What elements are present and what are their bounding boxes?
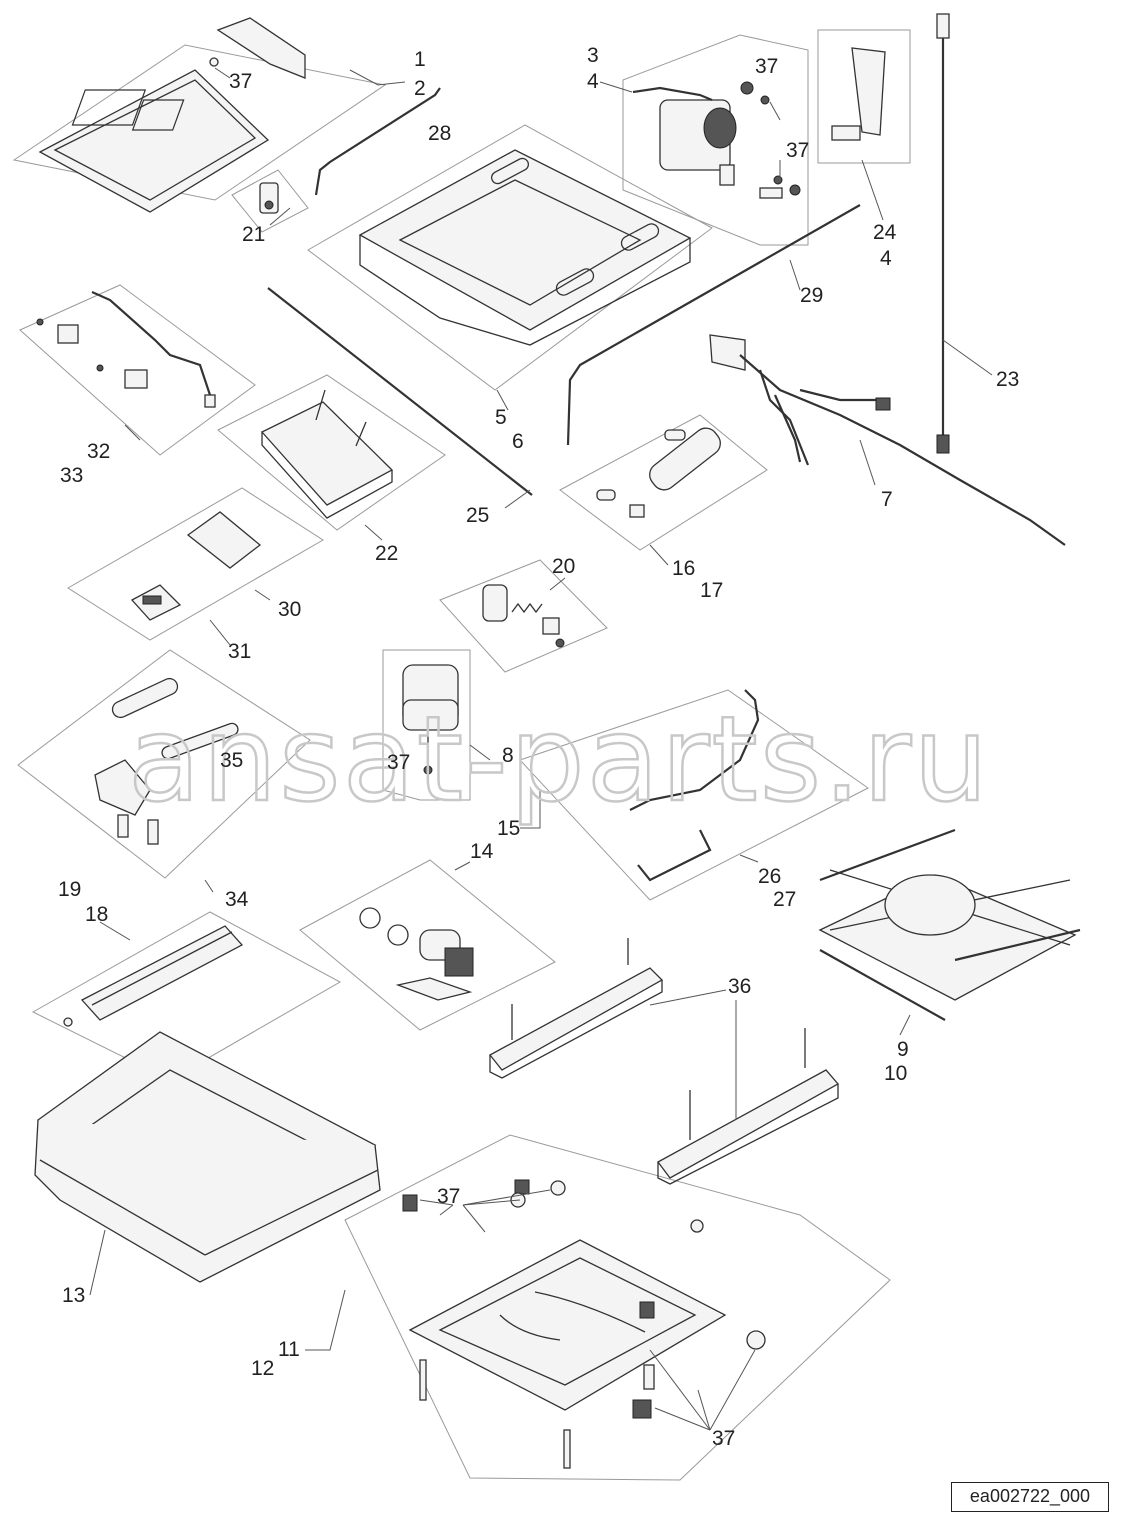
callout-6: 6 bbox=[512, 430, 524, 453]
callout-24: 24 bbox=[873, 221, 897, 244]
shock-absorber-16 bbox=[596, 427, 721, 518]
callout-36: 36 bbox=[728, 975, 751, 998]
callout-37-motor-upper: 37 bbox=[755, 55, 778, 78]
callout-19: 19 bbox=[58, 878, 81, 901]
callout-10: 10 bbox=[884, 1062, 907, 1085]
spring-assembly-20 bbox=[482, 584, 565, 648]
rod-25 bbox=[267, 287, 533, 496]
callout-9: 9 bbox=[897, 1038, 909, 1061]
panel-8 bbox=[382, 649, 471, 801]
cover-plate bbox=[38, 17, 306, 213]
callout-5: 5 bbox=[495, 406, 507, 429]
latch-21 bbox=[259, 182, 279, 214]
fittings-32-33 bbox=[36, 290, 216, 408]
callout-34: 34 bbox=[225, 888, 249, 911]
height-motor bbox=[632, 81, 801, 199]
callout-4-bracket: 4 bbox=[880, 247, 892, 270]
watermark: ansat-parts.ru bbox=[128, 690, 990, 828]
cable-23 bbox=[936, 13, 950, 454]
callout-29: 29 bbox=[800, 284, 823, 307]
callout-13: 13 bbox=[62, 1284, 85, 1307]
callout-20: 20 bbox=[552, 555, 575, 578]
panel-26-27 bbox=[519, 689, 869, 901]
bracket-24 bbox=[831, 47, 886, 141]
callout-1: 1 bbox=[414, 48, 426, 71]
callout-3: 3 bbox=[587, 44, 599, 67]
callout-35: 35 bbox=[220, 749, 243, 772]
panel-seat-frame bbox=[307, 124, 713, 391]
seat-frame bbox=[358, 149, 692, 346]
callout-15: 15 bbox=[497, 817, 520, 840]
panel-20 bbox=[439, 559, 608, 673]
callout-12: 12 bbox=[251, 1357, 274, 1380]
parts bbox=[34, 13, 1081, 1469]
callout-28: 28 bbox=[428, 122, 451, 145]
switch-30-31 bbox=[130, 511, 262, 621]
callout-37-motor-lower: 37 bbox=[786, 139, 809, 162]
callout-11: 11 bbox=[278, 1338, 300, 1361]
air-spring-8 bbox=[402, 664, 459, 775]
panel-21 bbox=[231, 169, 309, 233]
panel-14 bbox=[299, 859, 556, 1031]
callout-labels: 1 2 28 37 3 4 37 37 24 4 21 29 23 5 6 32… bbox=[58, 44, 1019, 1450]
scissor-mechanism-9 bbox=[818, 828, 1081, 1021]
panel-32 bbox=[19, 284, 256, 456]
callout-14: 14 bbox=[470, 840, 494, 863]
callout-17: 17 bbox=[700, 579, 723, 602]
seat-shell-13 bbox=[34, 1031, 381, 1283]
callout-26: 26 bbox=[758, 865, 781, 888]
panel-height-motor bbox=[622, 34, 809, 246]
panel-16-17 bbox=[559, 414, 768, 551]
drawing-number-label: ea002722_000 bbox=[951, 1482, 1109, 1512]
panel-22 bbox=[217, 374, 446, 531]
callout-31: 31 bbox=[228, 640, 251, 663]
gas-springs-34-35 bbox=[94, 677, 239, 845]
callout-22: 22 bbox=[375, 542, 398, 565]
slide-rails-36 bbox=[489, 938, 840, 1185]
callout-4-motor: 4 bbox=[587, 70, 599, 93]
panel-frames bbox=[12, 29, 911, 1481]
callout-32: 32 bbox=[87, 440, 110, 463]
callout-8: 8 bbox=[502, 744, 514, 767]
callout-2: 2 bbox=[414, 77, 426, 100]
callout-16: 16 bbox=[672, 557, 695, 580]
hose-26 bbox=[629, 689, 760, 882]
motor-unit-14 bbox=[359, 907, 474, 1001]
panel-11-12 bbox=[344, 1134, 891, 1481]
callout-18: 18 bbox=[85, 903, 108, 926]
cable-29 bbox=[566, 204, 861, 446]
callout-37-base-top: 37 bbox=[437, 1185, 460, 1208]
callout-27: 27 bbox=[773, 888, 796, 911]
callout-37-base-bottom: 37 bbox=[712, 1427, 735, 1450]
callout-30: 30 bbox=[278, 598, 301, 621]
cable-28 bbox=[314, 87, 441, 196]
base-frame-11 bbox=[402, 1179, 766, 1469]
wiring-harness-7 bbox=[709, 334, 1066, 546]
cushion-22 bbox=[260, 389, 394, 519]
leader-lines bbox=[89, 67, 993, 1431]
callout-37-air-spring: 37 bbox=[387, 751, 410, 774]
callout-25: 25 bbox=[466, 504, 489, 527]
callout-21: 21 bbox=[242, 223, 265, 246]
panel-34-35 bbox=[17, 649, 311, 879]
panel-30-31 bbox=[67, 487, 324, 641]
callout-37-top-left: 37 bbox=[229, 70, 252, 93]
rail-18 bbox=[63, 925, 244, 1027]
callout-7: 7 bbox=[881, 488, 893, 511]
panel-bracket bbox=[817, 29, 911, 164]
callout-33: 33 bbox=[60, 464, 83, 487]
callout-23: 23 bbox=[996, 368, 1019, 391]
